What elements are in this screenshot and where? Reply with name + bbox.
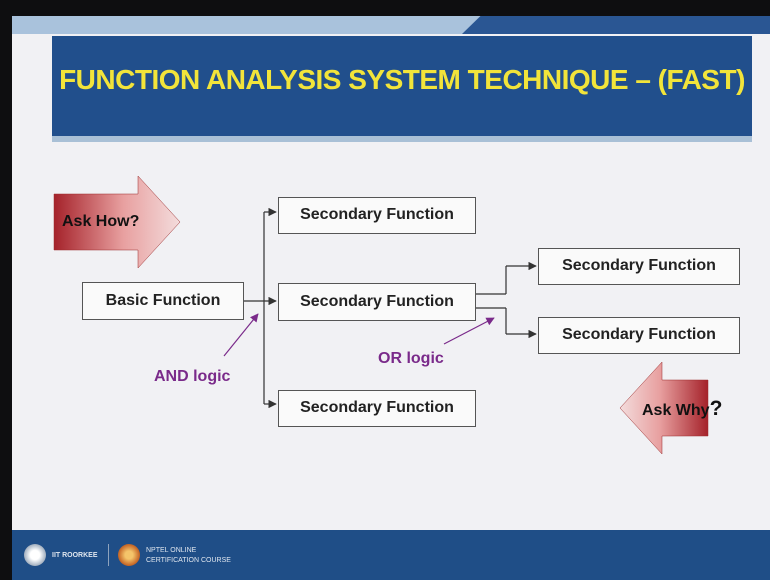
secondary-function-box: Secondary Function [278, 197, 476, 234]
secondary-function-box: Secondary Function [538, 248, 740, 285]
footer-divider [108, 544, 109, 566]
secondary-function-box: Secondary Function [538, 317, 740, 354]
slide-title: FUNCTION ANALYSIS SYSTEM TECHNIQUE – (FA… [59, 64, 745, 95]
nptel-logo-icon [118, 544, 140, 566]
iit-roorkee-logo-icon [24, 544, 46, 566]
or-logic-label: OR logic [378, 350, 444, 367]
course-line-2: CERTIFICATION COURSE [146, 557, 231, 564]
secondary-function-box: Secondary Function [278, 390, 476, 427]
ask-how-label: Ask How? [62, 213, 140, 230]
ask-why-label: Ask Why? [642, 397, 722, 421]
top-band-accent [462, 16, 770, 34]
secondary-function-box: Secondary Function [278, 283, 476, 321]
ask-why-arrow [619, 361, 709, 455]
course-line-1: NPTEL ONLINE [146, 547, 197, 554]
ask-why-question-mark: ? [709, 397, 723, 420]
ask-why-text: Ask Why [642, 402, 710, 419]
and-logic-pointer [223, 313, 259, 357]
footer-bar: IIT ROORKEE NPTEL ONLINE CERTIFICATION C… [12, 530, 770, 580]
slide: FUNCTION ANALYSIS SYSTEM TECHNIQUE – (FA… [12, 16, 770, 580]
and-logic-label: AND logic [154, 368, 231, 385]
diagram-connectors [53, 175, 709, 455]
basic-function-box: Basic Function [82, 282, 244, 320]
title-banner: FUNCTION ANALYSIS SYSTEM TECHNIQUE – (FA… [52, 36, 752, 142]
or-logic-pointer [443, 317, 495, 345]
institute-name: IIT ROORKEE [52, 552, 98, 559]
ask-how-arrow [53, 175, 181, 269]
